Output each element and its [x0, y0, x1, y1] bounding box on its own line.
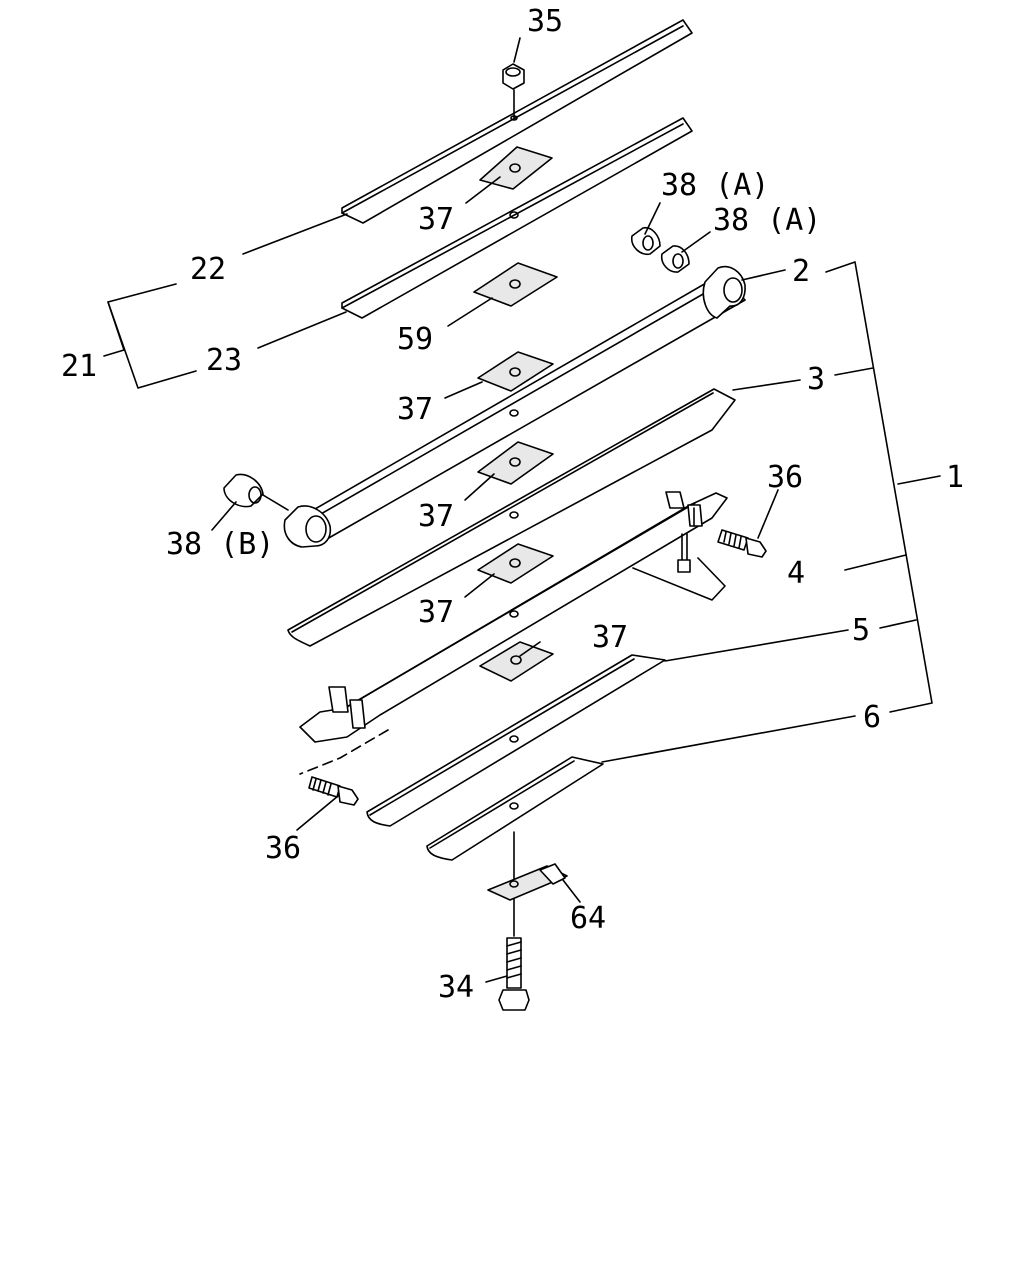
label-37-top: 37	[418, 202, 454, 237]
eye-left	[283, 505, 332, 548]
pad-37-top	[479, 146, 553, 190]
label-5: 5	[852, 613, 870, 648]
pad-37-e	[479, 641, 554, 682]
label-4: 4	[787, 556, 805, 591]
pad-37-d	[477, 543, 554, 584]
nut-35	[502, 63, 525, 121]
eye-right	[702, 265, 746, 319]
leaf-23	[341, 117, 693, 319]
label-36-left: 36	[265, 831, 301, 866]
leader-4-bracket	[632, 557, 726, 601]
label-22: 22	[190, 252, 226, 287]
label-2: 2	[792, 254, 810, 289]
label-37-b: 37	[397, 392, 433, 427]
guide-36-left	[299, 729, 389, 775]
label-38a-2: 38 (A)	[713, 203, 821, 238]
label-64: 64	[570, 901, 606, 936]
label-37-c: 37	[418, 499, 454, 534]
plate-64	[487, 863, 568, 901]
label-37-e: 37	[592, 620, 628, 655]
leaf-5	[366, 654, 666, 827]
rivet	[677, 533, 691, 573]
part-labels: 35 37 38 (A) 38 (A) 22 2 21 23 59 3 37 1…	[61, 4, 964, 1005]
pad-37-b	[477, 351, 554, 392]
label-35: 35	[527, 4, 563, 39]
bolt-36-left	[308, 776, 359, 806]
bushing-38a-1	[631, 226, 661, 256]
bolt-34	[498, 937, 530, 1011]
label-6: 6	[863, 700, 881, 735]
label-37-d: 37	[418, 595, 454, 630]
pad-37-c	[477, 441, 554, 485]
bracket-21	[107, 283, 197, 389]
clip-right	[665, 491, 703, 527]
leader-lines	[211, 37, 856, 983]
label-38a-1: 38 (A)	[661, 168, 769, 203]
label-1: 1	[946, 460, 964, 495]
leaf-6	[426, 756, 604, 861]
label-38b: 38 (B)	[166, 527, 274, 562]
bolt-36-right	[717, 529, 767, 558]
leaf-3	[287, 388, 736, 647]
label-3: 3	[807, 362, 825, 397]
bracket-1	[825, 261, 933, 713]
label-36-right: 36	[767, 460, 803, 495]
clip-left	[328, 686, 366, 729]
label-23: 23	[206, 343, 242, 378]
label-59: 59	[397, 322, 433, 357]
label-21: 21	[61, 349, 97, 384]
pad-59	[473, 262, 558, 307]
label-34: 34	[438, 970, 474, 1005]
bushing-38b	[223, 473, 264, 508]
